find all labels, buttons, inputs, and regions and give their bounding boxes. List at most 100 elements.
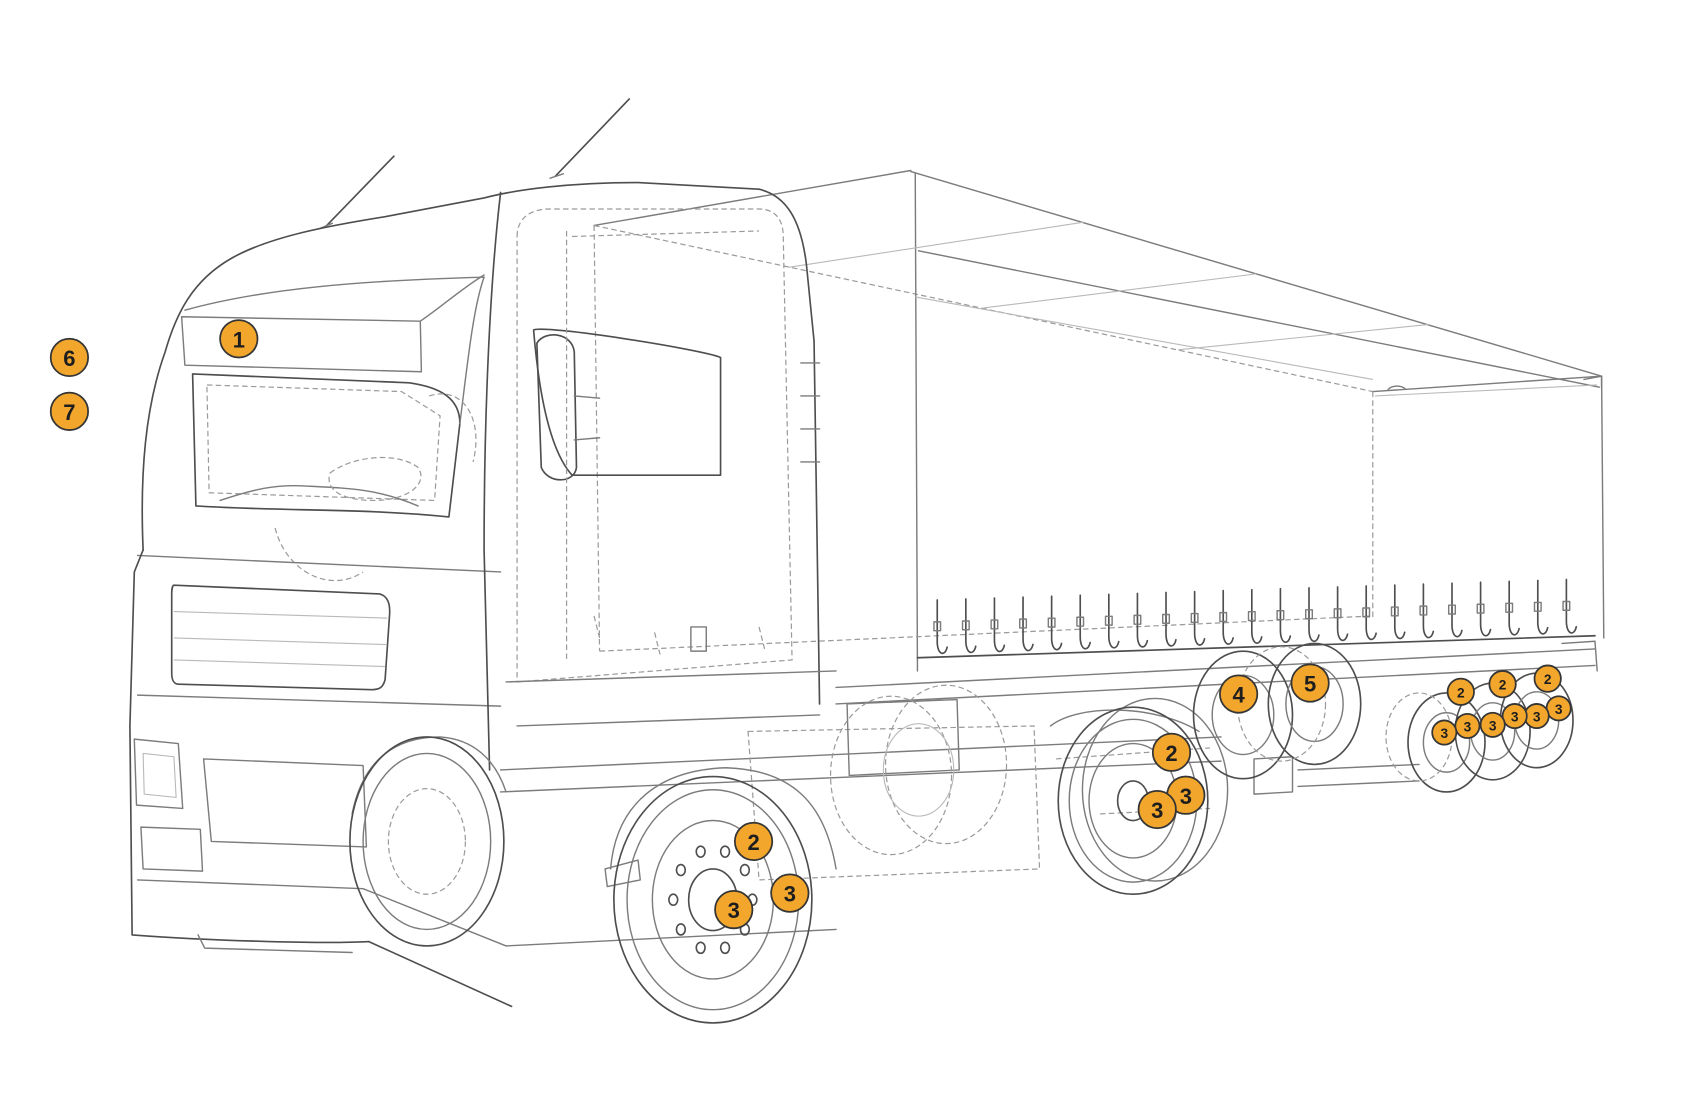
- marker-circle: [1446, 677, 1475, 706]
- marker-label: 7: [63, 400, 75, 425]
- truck-illustration: [129, 98, 1605, 1024]
- fog-lamp: [140, 826, 204, 872]
- far-front-wheel: [349, 736, 505, 947]
- curtain-strap: [1193, 590, 1206, 646]
- battery-box: [846, 698, 960, 777]
- lug-nut: [739, 863, 751, 877]
- marker-5[interactable]: 5: [1290, 663, 1330, 703]
- marker-2-trailer-a[interactable]: 2: [1446, 677, 1475, 706]
- grille: [170, 584, 391, 691]
- lug-nut: [695, 845, 706, 858]
- marker-6[interactable]: 6: [49, 337, 89, 378]
- marker-circle: [714, 890, 754, 930]
- lug-nut: [675, 863, 687, 877]
- cab-outline: [141, 181, 821, 705]
- strap-buckle: [1247, 610, 1256, 622]
- marker-3-drive-wheel-b[interactable]: 3: [1137, 789, 1177, 830]
- marker-circle: [1219, 674, 1259, 714]
- curtain-strap: [1336, 586, 1349, 642]
- curtain-strap: [1279, 587, 1292, 643]
- marker-3-front-wheel-a[interactable]: 3: [770, 873, 810, 913]
- trailer-middle-wheels: [1192, 642, 1362, 780]
- roof-visor: [180, 316, 423, 373]
- marker-circle: [49, 391, 89, 431]
- marker-label: 2: [1544, 672, 1552, 687]
- marker-3-trailer-b[interactable]: 3: [1523, 703, 1550, 730]
- curtain-strap: [1136, 592, 1149, 648]
- marker-circle: [1137, 789, 1177, 830]
- marker-3-front-wheel-b[interactable]: 3: [714, 890, 754, 930]
- strap-buckle: [1562, 600, 1571, 611]
- marker-label: 2: [747, 830, 759, 855]
- curtain-strap: [1165, 591, 1177, 647]
- marker-circle: [49, 337, 89, 378]
- strap-buckle: [1476, 603, 1485, 614]
- far-drive-wheels: [829, 684, 1008, 856]
- marker-circle: [1151, 732, 1192, 772]
- marker-label: 3: [1555, 702, 1563, 717]
- strap-buckle: [1447, 604, 1457, 615]
- strap-buckle: [1276, 610, 1285, 621]
- marker-circle: [1479, 711, 1506, 738]
- marker-2-trailer-b[interactable]: 2: [1488, 670, 1517, 699]
- marker-label: 4: [1232, 683, 1245, 708]
- marker-circle: [1488, 670, 1517, 699]
- curtain-straps: [933, 578, 1578, 655]
- strap-buckle: [1390, 606, 1399, 617]
- marker-circle: [1501, 703, 1528, 730]
- marker-label: 3: [1151, 798, 1163, 823]
- curtain-strap: [936, 599, 948, 655]
- marker-label: 3: [1180, 784, 1192, 809]
- strap-buckle: [1190, 612, 1199, 624]
- marker-3-trailer-f[interactable]: 3: [1431, 719, 1458, 746]
- lug-nut: [719, 941, 731, 955]
- strap-buckle: [990, 619, 999, 630]
- curtain-strap: [1079, 594, 1091, 650]
- curtain-strap: [1479, 581, 1492, 637]
- strap-buckle: [1019, 618, 1028, 629]
- curtain-strap: [1565, 578, 1578, 634]
- marker-label: 3: [1440, 726, 1448, 741]
- wheels: [349, 642, 1574, 1024]
- front-bumper: [129, 549, 513, 1008]
- marker-2-front-wheel[interactable]: 2: [733, 821, 774, 862]
- curtain-strap: [1222, 589, 1234, 645]
- curtain-strap: [1451, 582, 1463, 638]
- marker-2-drive-wheel[interactable]: 2: [1151, 732, 1192, 772]
- marker-circle: [1533, 664, 1562, 693]
- marker-circle: [219, 319, 259, 359]
- strap-buckle: [933, 621, 942, 632]
- marker-7[interactable]: 7: [49, 391, 89, 431]
- strap-buckle: [1533, 601, 1542, 612]
- marker-4[interactable]: 4: [1219, 674, 1259, 714]
- marker-label: 3: [728, 898, 740, 923]
- lug-nut: [668, 893, 679, 907]
- marker-3-trailer-e[interactable]: 3: [1454, 712, 1481, 739]
- near-front-wheel: [613, 775, 813, 1024]
- marker-label: 6: [63, 346, 75, 371]
- marker-3-trailer-d[interactable]: 3: [1479, 711, 1506, 738]
- marker-circle: [1431, 719, 1458, 746]
- marker-label: 3: [1464, 720, 1472, 735]
- curtain-strap: [993, 597, 1006, 653]
- marker-label: 2: [1165, 741, 1177, 766]
- side-mirror: [536, 334, 578, 481]
- curtain-strap: [1536, 579, 1549, 635]
- curtain-strap: [1308, 587, 1320, 643]
- chassis: [351, 640, 1598, 947]
- strap-buckle: [1219, 611, 1228, 623]
- windshield: [191, 373, 461, 518]
- marker-3-trailer-a[interactable]: 3: [1545, 695, 1572, 722]
- lug-nut: [675, 923, 687, 936]
- marker-1[interactable]: 1: [219, 319, 259, 359]
- marker-3-trailer-c[interactable]: 3: [1501, 703, 1528, 730]
- headlight: [133, 738, 184, 810]
- strap-buckle: [1104, 615, 1113, 626]
- marker-2-trailer-c[interactable]: 2: [1533, 664, 1562, 693]
- curtain-strap: [1422, 583, 1435, 639]
- curtain-strap: [1365, 585, 1377, 641]
- marker-label: 3: [1511, 710, 1519, 725]
- curtain-strap: [1108, 593, 1120, 649]
- marker-circle: [1290, 663, 1330, 703]
- cab-door: [516, 208, 793, 683]
